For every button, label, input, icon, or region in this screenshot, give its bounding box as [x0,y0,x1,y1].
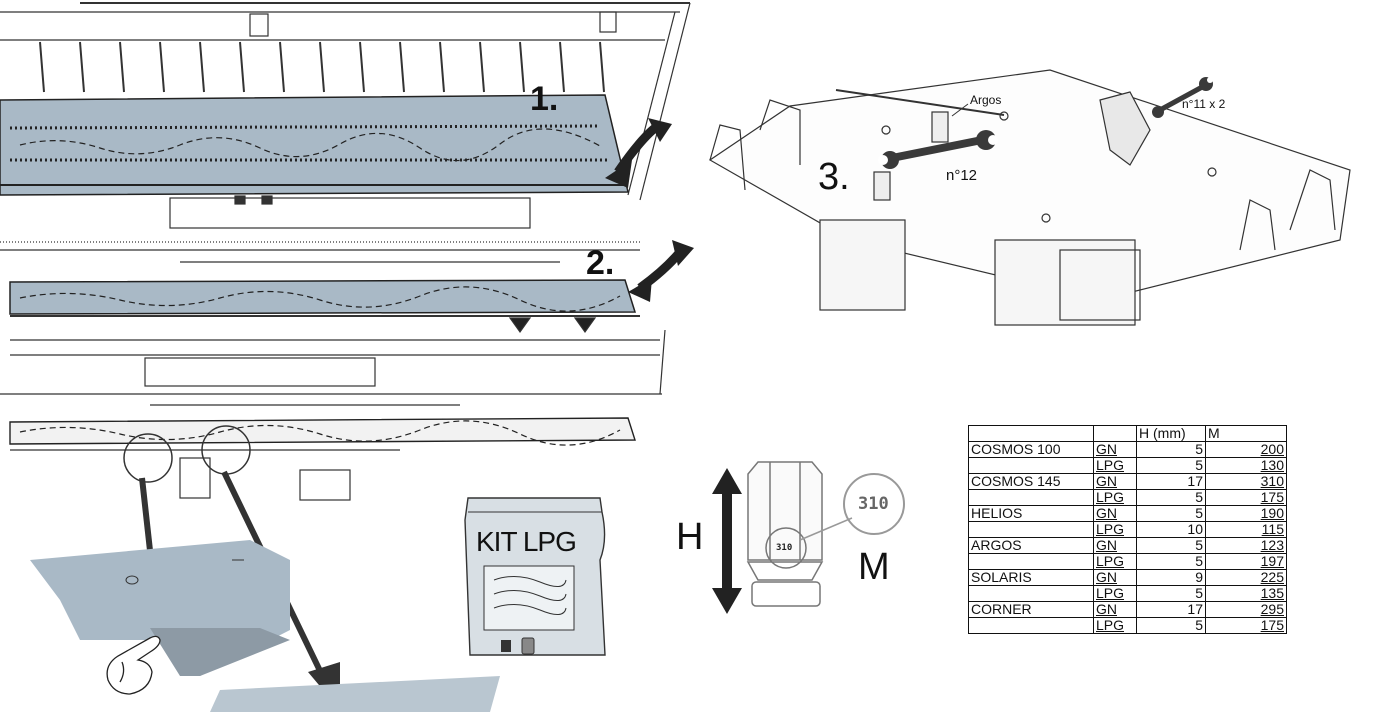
h-cell: 5 [1136,505,1206,522]
m-cell: 135 [1205,585,1287,602]
h-cell: 5 [1136,585,1206,602]
m-cell: 130 [1205,457,1287,474]
table-header-row: H (mm) M [968,425,1287,442]
m-cell: 190 [1205,505,1287,522]
table-header: H (mm) [1136,425,1206,442]
burner-assembly-middle [0,241,666,395]
nozzle-height-label: H [676,516,704,558]
model-cell: ARGOS [968,537,1094,554]
gas-cell: LPG [1093,553,1137,570]
model-cell [968,617,1094,634]
nozzle-drawing [746,461,905,607]
m-cell: 310 [1205,473,1287,490]
table-header [1093,425,1137,442]
kit-lpg-label: KIT LPG [476,526,577,557]
h-cell: 9 [1136,569,1206,586]
h-cell: 5 [1136,441,1206,458]
step-3-label: 3. [818,156,850,198]
table-header: M [1205,425,1287,442]
m-cell: 175 [1205,617,1287,634]
m-cell: 123 [1205,537,1287,554]
gas-cell: GN [1093,441,1137,458]
hand-icon [106,635,161,695]
model-cell [968,521,1094,538]
nozzle-mark-large: 310 [858,494,889,514]
gas-cell: GN [1093,601,1137,618]
burner-assembly-top [0,2,691,229]
kit-lpg-bag-icon [464,497,606,656]
model-cell: HELIOS [968,505,1094,522]
m-cell: 225 [1205,569,1287,586]
h-cell: 5 [1136,537,1206,554]
h-cell: 17 [1136,473,1206,490]
gas-cell: LPG [1093,617,1137,634]
gas-cell: LPG [1093,521,1137,538]
burner-assembly-bottom [9,404,636,501]
burner-unit-drawing [708,69,1351,326]
gas-cell: LPG [1093,489,1137,506]
argos-leader-line [951,103,969,117]
model-cell [968,585,1094,602]
gas-cell: LPG [1093,585,1137,602]
wrench-12-icon [878,130,998,169]
m-cell: 175 [1205,489,1287,506]
step-1-label: 1. [530,80,559,118]
m-cell: 295 [1205,601,1287,618]
model-cell [968,553,1094,570]
step-2-label: 2. [586,244,615,282]
table-header [968,425,1094,442]
rotate-arrow-1 [614,124,658,175]
detail-plate [30,540,500,712]
h-cell: 17 [1136,601,1206,618]
gas-cell: GN [1093,473,1137,490]
gas-cell: GN [1093,505,1137,522]
nozzle-mark-label: M [858,546,890,588]
h-cell: 5 [1136,553,1206,570]
model-cell [968,489,1094,506]
wrench-11-icon [1152,77,1213,118]
gas-cell: GN [1093,537,1137,554]
nozzle-mark-small: 310 [776,543,793,553]
height-arrow-icon [712,468,742,614]
model-cell: COSMOS 145 [968,473,1094,490]
h-cell: 5 [1136,489,1206,506]
wrench-12-callout: n°12 [946,167,978,184]
h-cell: 5 [1136,457,1206,474]
m-cell: 197 [1205,553,1287,570]
model-cell: CORNER [968,601,1094,618]
h-cell: 10 [1136,521,1206,538]
gas-cell: GN [1093,569,1137,586]
m-cell: 200 [1205,441,1287,458]
h-cell: 5 [1136,617,1206,634]
argos-callout: Argos [970,93,1002,107]
model-cell [968,457,1094,474]
gas-cell: LPG [1093,457,1137,474]
model-cell: SOLARIS [968,569,1094,586]
m-cell: 115 [1205,521,1287,538]
model-cell: COSMOS 100 [968,441,1094,458]
wrench-11-callout: n°11 x 2 [1182,97,1226,111]
